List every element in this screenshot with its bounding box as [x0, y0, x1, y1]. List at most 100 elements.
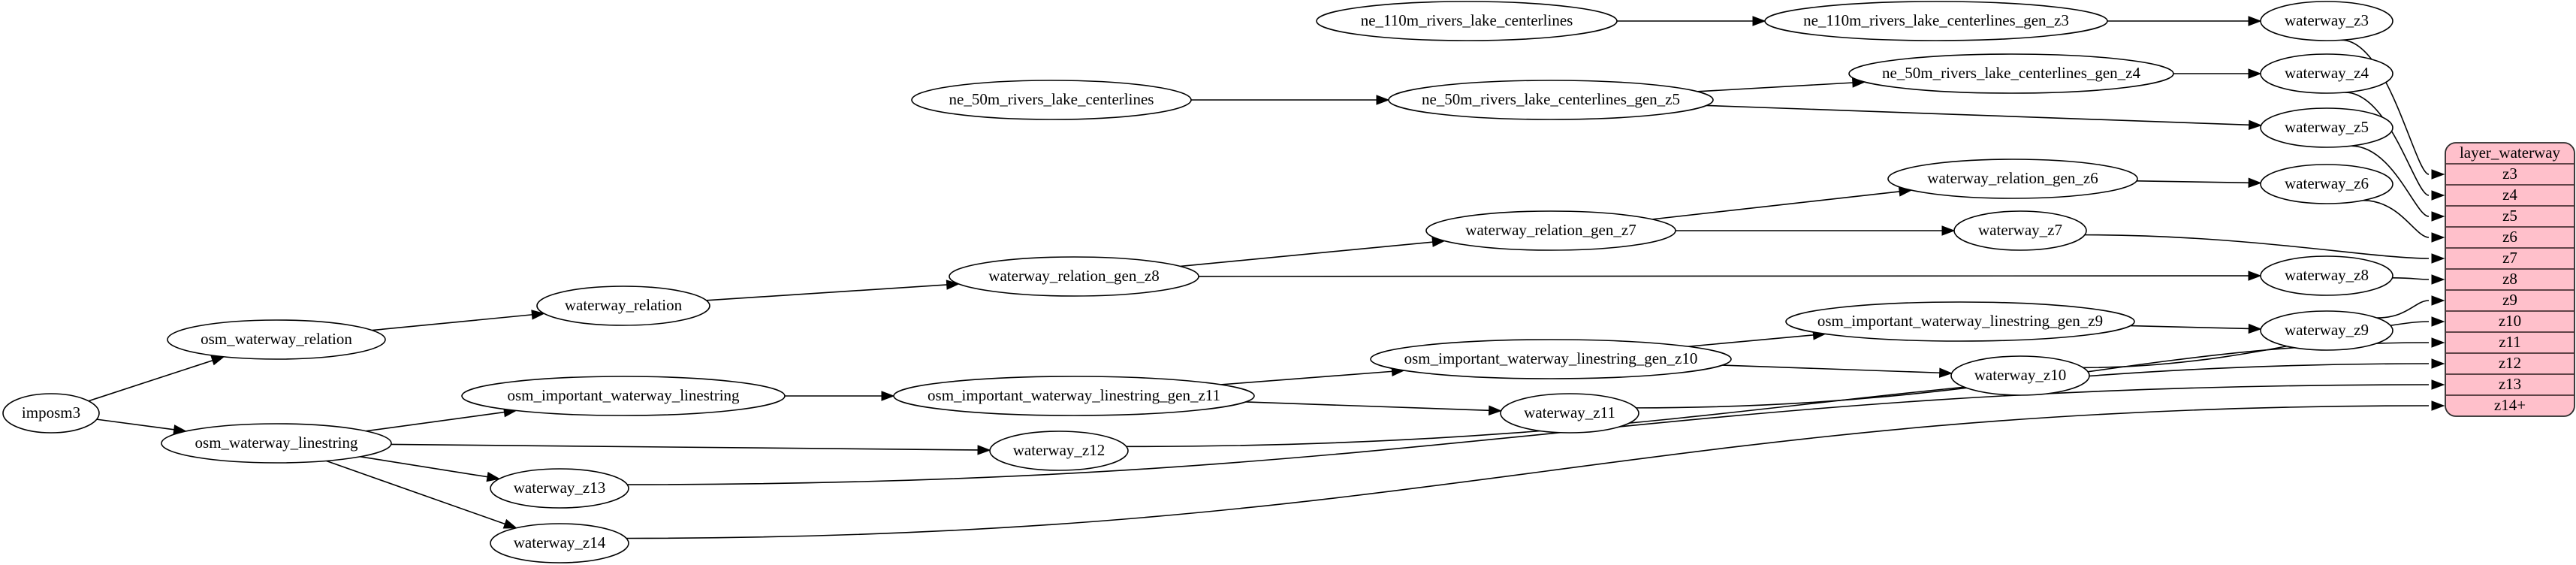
table-body[interactable] [2445, 142, 2575, 417]
node-ellipse[interactable] [167, 319, 386, 360]
edges-layer [88, 16, 2445, 539]
table-row-z8[interactable]: z8 [2502, 270, 2517, 288]
edge-arrowhead [2431, 379, 2445, 390]
graph-node-ne_110m_rivers_lake_centerlines_gen_z3[interactable]: ne_110m_rivers_lake_centerlines_gen_z3 [1764, 1, 2108, 41]
graph-node-waterway_z9[interactable]: waterway_z9 [2260, 310, 2394, 351]
graph-node-waterway_z11[interactable]: waterway_z11 [1500, 393, 1639, 434]
node-ellipse[interactable] [536, 286, 710, 326]
node-ellipse[interactable] [911, 80, 1192, 120]
graph-edge [2084, 234, 2445, 264]
node-ellipse[interactable] [2260, 255, 2394, 296]
table-row-z5[interactable]: z5 [2502, 207, 2517, 225]
edge-line [627, 384, 2430, 485]
table-title: layer_waterway [2460, 144, 2561, 162]
graph-node-waterway_z10[interactable]: waterway_z10 [1950, 355, 2090, 396]
edge-arrowhead [2431, 211, 2445, 222]
graph-node-osm_important_waterway_linestring_gen_z9[interactable]: osm_important_waterway_linestring_gen_z9 [1785, 301, 2135, 342]
node-ellipse[interactable] [1887, 159, 2138, 199]
table-row-z6[interactable]: z6 [2502, 228, 2517, 246]
node-ellipse[interactable] [1785, 301, 2135, 342]
graph-node-waterway_relation_gen_z7[interactable]: waterway_relation_gen_z7 [1425, 210, 1676, 251]
graph-node-waterway_relation_gen_z6[interactable]: waterway_relation_gen_z6 [1887, 159, 2138, 199]
table-row-z9[interactable]: z9 [2502, 291, 2517, 309]
edge-arrowhead [2248, 16, 2262, 26]
node-ellipse[interactable] [1388, 80, 1714, 120]
node-ellipse[interactable] [2260, 1, 2394, 41]
graph-node-waterway_z13[interactable]: waterway_z13 [490, 468, 629, 509]
graph-node-imposm3[interactable]: imposm3 [2, 393, 100, 434]
node-ellipse[interactable] [2260, 53, 2394, 94]
edge-line [2130, 325, 2250, 330]
graph-node-waterway_z5[interactable]: waterway_z5 [2260, 107, 2394, 148]
node-ellipse[interactable] [2260, 164, 2394, 204]
edge-arrowhead [2431, 316, 2445, 327]
edge-line [96, 418, 175, 431]
edge-line [1688, 334, 1814, 347]
graph-node-ne_50m_rivers_lake_centerlines_gen_z4[interactable]: ne_50m_rivers_lake_centerlines_gen_z4 [1848, 53, 2174, 94]
graph-node-waterway_relation_gen_z8[interactable]: waterway_relation_gen_z8 [949, 256, 1199, 297]
node-ellipse[interactable] [1848, 53, 2174, 94]
table-node-layer-waterway[interactable]: layer_waterway z3 z4 z5 z6 z7 z8 z9 z10 z11 z12 z13… [2445, 142, 2575, 417]
graph-node-waterway_z12[interactable]: waterway_z12 [989, 431, 1129, 471]
graph-node-waterway_z8[interactable]: waterway_z8 [2260, 255, 2394, 296]
graph-node-osm_waterway_linestring[interactable]: osm_waterway_linestring [161, 423, 392, 464]
node-ellipse[interactable] [989, 431, 1129, 471]
graph-node-osm_waterway_relation[interactable]: osm_waterway_relation [167, 319, 386, 360]
table-row-z14+[interactable]: z14+ [2494, 396, 2526, 414]
graph-node-waterway_z4[interactable]: waterway_z4 [2260, 53, 2394, 94]
table-row-z10[interactable]: z10 [2499, 312, 2521, 330]
graph-node-waterway_relation[interactable]: waterway_relation [536, 286, 710, 326]
node-ellipse[interactable] [1370, 339, 1732, 379]
node-ellipse[interactable] [1316, 1, 1618, 41]
node-ellipse[interactable] [1425, 210, 1676, 251]
node-ellipse[interactable] [490, 468, 629, 509]
node-ellipse[interactable] [490, 523, 629, 563]
graph-edge [1180, 237, 1446, 267]
table-row-z4[interactable]: z4 [2502, 186, 2517, 204]
node-ellipse[interactable] [1953, 210, 2087, 251]
node-ellipse[interactable] [1500, 393, 1639, 434]
graph-edge [2345, 92, 2445, 201]
node-ellipse[interactable] [1950, 355, 2090, 396]
graph-node-waterway_z6[interactable]: waterway_z6 [2260, 164, 2394, 204]
graph-node-waterway_z7[interactable]: waterway_z7 [1953, 210, 2087, 251]
edge-arrowhead [2248, 119, 2263, 130]
node-ellipse[interactable] [2260, 310, 2394, 351]
edge-line [2351, 145, 2430, 217]
edge-line [706, 284, 948, 301]
graph-edge [785, 391, 895, 401]
node-ellipse[interactable] [2260, 107, 2394, 148]
edge-arrowhead [486, 472, 501, 482]
edge-line [1722, 364, 1941, 374]
table-row-z3[interactable]: z3 [2502, 165, 2517, 183]
edge-arrowhead [531, 310, 545, 320]
table-node-layer: layer_waterway z3 z4 z5 z6 z7 z8 z9 z10 z11 z12 z13… [2445, 142, 2575, 417]
node-ellipse[interactable] [161, 423, 392, 464]
graph-node-osm_important_waterway_linestring_gen_z11[interactable]: osm_important_waterway_linestring_gen_z1… [893, 376, 1255, 416]
graph-edge [1722, 364, 1953, 378]
node-ellipse[interactable] [1764, 1, 2108, 41]
edge-line [1126, 363, 2430, 448]
graph-node-ne_110m_rivers_lake_centerlines[interactable]: ne_110m_rivers_lake_centerlines [1316, 1, 1618, 41]
table-row-z12[interactable]: z12 [2499, 354, 2521, 372]
graph-node-waterway_z14[interactable]: waterway_z14 [490, 523, 629, 563]
graph-edge [366, 407, 517, 432]
graph-node-waterway_z3[interactable]: waterway_z3 [2260, 1, 2394, 41]
graph-node-ne_50m_rivers_lake_centerlines_gen_z5[interactable]: ne_50m_rivers_lake_centerlines_gen_z5 [1388, 80, 1714, 120]
graph-node-osm_important_waterway_linestring[interactable]: osm_important_waterway_linestring [461, 376, 786, 416]
node-ellipse[interactable] [949, 256, 1199, 297]
node-ellipse[interactable] [461, 376, 786, 416]
graph-node-osm_important_waterway_linestring_gen_z10[interactable]: osm_important_waterway_linestring_gen_z1… [1370, 339, 1732, 379]
table-row-z11[interactable]: z11 [2499, 333, 2521, 351]
edge-line [1220, 370, 1393, 385]
graph-edge [1688, 330, 1826, 347]
graph-node-ne_50m_rivers_lake_centerlines[interactable]: ne_50m_rivers_lake_centerlines [911, 80, 1192, 120]
edge-arrowhead [2431, 253, 2445, 264]
edge-arrowhead [2431, 232, 2445, 243]
edge-arrowhead [2248, 177, 2262, 188]
edge-arrowhead [1941, 225, 1956, 236]
node-ellipse[interactable] [893, 376, 1255, 416]
table-row-z13[interactable]: z13 [2499, 375, 2521, 393]
node-ellipse[interactable] [2, 393, 100, 434]
table-row-z7[interactable]: z7 [2502, 249, 2517, 267]
